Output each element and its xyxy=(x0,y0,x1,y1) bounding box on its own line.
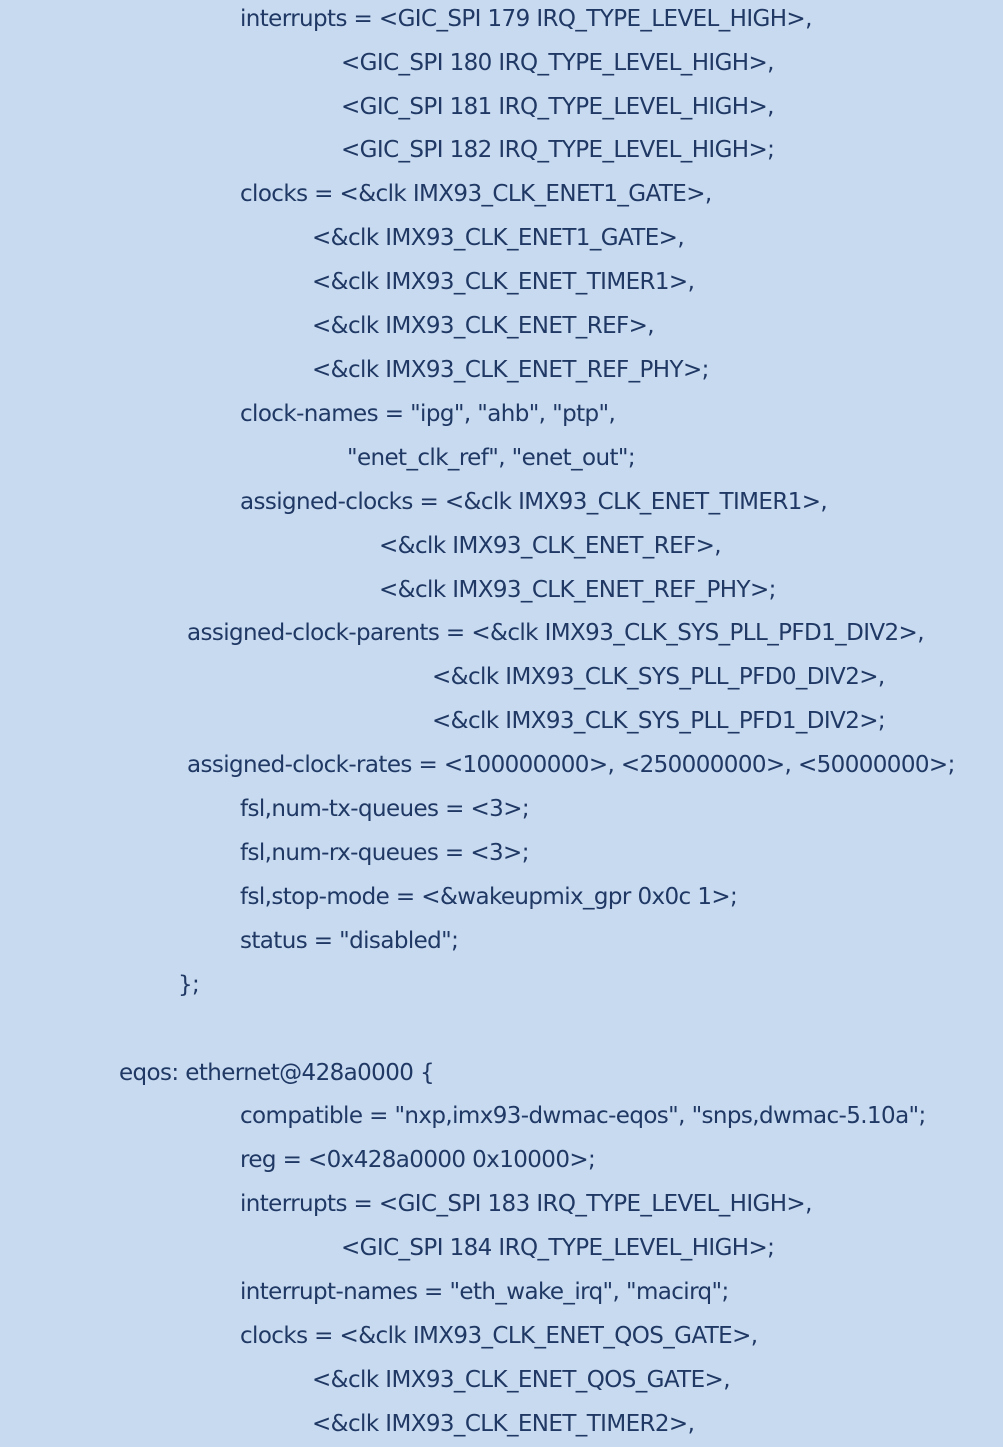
code-line: assigned-clocks = <&clk IMX93_CLK_ENET_T… xyxy=(240,489,828,515)
code-line: fsl,num-rx-queues = <3>; xyxy=(240,840,529,866)
code-line: <GIC_SPI 180 IRQ_TYPE_LEVEL_HIGH>, xyxy=(341,50,774,76)
code-line: <&clk IMX93_CLK_ENET_TIMER1>, xyxy=(312,269,695,295)
code-line: assigned-clock-rates = <100000000>, <250… xyxy=(187,752,955,778)
code-line: <&clk IMX93_CLK_SYS_PLL_PFD0_DIV2>, xyxy=(432,664,885,690)
code-line: interrupt-names = "eth_wake_irq", "macir… xyxy=(240,1279,729,1305)
code-line: <&clk IMX93_CLK_ENET_REF>, xyxy=(379,533,722,559)
code-line: }; xyxy=(178,972,200,998)
code-line: <GIC_SPI 184 IRQ_TYPE_LEVEL_HIGH>; xyxy=(341,1235,775,1261)
code-line: clock-names = "ipg", "ahb", "ptp", xyxy=(240,401,616,427)
code-line: assigned-clock-parents = <&clk IMX93_CLK… xyxy=(187,620,925,646)
code-line: <&clk IMX93_CLK_ENET_QOS_GATE>, xyxy=(312,1367,731,1393)
code-line: compatible = "nxp,imx93-dwmac-eqos", "sn… xyxy=(240,1103,926,1129)
code-line: clocks = <&clk IMX93_CLK_ENET1_GATE>, xyxy=(240,181,712,207)
code-line: <&clk IMX93_CLK_ENET1_GATE>, xyxy=(312,225,685,251)
code-line: "enet_clk_ref", "enet_out"; xyxy=(347,445,636,471)
code-line: <GIC_SPI 181 IRQ_TYPE_LEVEL_HIGH>, xyxy=(341,94,774,120)
code-line: <&clk IMX93_CLK_ENET_REF>, xyxy=(312,313,655,339)
code-line: interrupts = <GIC_SPI 183 IRQ_TYPE_LEVEL… xyxy=(240,1191,812,1217)
code-line: clocks = <&clk IMX93_CLK_ENET_QOS_GATE>, xyxy=(240,1323,758,1349)
code-line: <&clk IMX93_CLK_ENET_REF_PHY>; xyxy=(312,357,709,383)
code-line: interrupts = <GIC_SPI 179 IRQ_TYPE_LEVEL… xyxy=(240,6,812,32)
code-line: reg = <0x428a0000 0x10000>; xyxy=(240,1147,596,1173)
code-line: <&clk IMX93_CLK_SYS_PLL_PFD1_DIV2>; xyxy=(432,708,886,734)
code-line: <&clk IMX93_CLK_ENET_TIMER2>, xyxy=(312,1411,695,1437)
code-line: fsl,stop-mode = <&wakeupmix_gpr 0x0c 1>; xyxy=(240,884,738,910)
code-line: <GIC_SPI 182 IRQ_TYPE_LEVEL_HIGH>; xyxy=(341,137,775,163)
code-line: status = "disabled"; xyxy=(240,928,459,954)
code-line: eqos: ethernet@428a0000 { xyxy=(119,1060,435,1086)
code-line: fsl,num-tx-queues = <3>; xyxy=(240,796,530,822)
code-line: <&clk IMX93_CLK_ENET_REF_PHY>; xyxy=(379,577,776,603)
